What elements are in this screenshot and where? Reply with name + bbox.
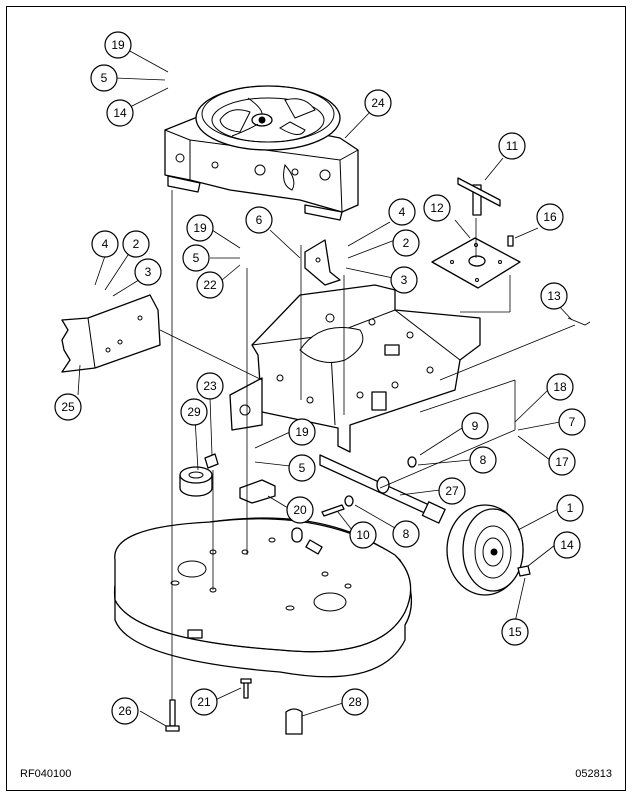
callout-14-top: 14 — [106, 99, 134, 127]
callout-8-lower: 8 — [392, 520, 420, 548]
svg-text:10: 10 — [356, 528, 370, 542]
pulley-housing — [164, 85, 359, 221]
callouts: 19 5 14 24 11 12 16 4 2 3 6 19 5 22 4 2 … — [54, 31, 586, 725]
callout-5-low: 5 — [288, 454, 316, 482]
callout-20: 20 — [286, 496, 314, 524]
svg-text:5: 5 — [193, 251, 200, 265]
plate-and-handle — [431, 177, 521, 289]
svg-text:21: 21 — [197, 695, 211, 709]
callout-19-top: 19 — [104, 31, 132, 59]
svg-text:13: 13 — [547, 289, 561, 303]
svg-text:19: 19 — [193, 221, 207, 235]
svg-text:22: 22 — [203, 278, 217, 292]
svg-text:5: 5 — [299, 461, 306, 475]
callout-2-right: 2 — [392, 229, 420, 257]
callout-3-left: 3 — [134, 258, 162, 286]
callout-4-left: 4 — [91, 230, 119, 258]
callout-12: 12 — [423, 194, 451, 222]
svg-text:20: 20 — [293, 503, 307, 517]
svg-text:8: 8 — [480, 453, 487, 467]
callout-19-low: 19 — [288, 418, 316, 446]
svg-text:12: 12 — [430, 201, 444, 215]
drawing-frame — [6, 6, 626, 791]
svg-text:9: 9 — [472, 419, 479, 433]
svg-text:27: 27 — [445, 484, 459, 498]
axle — [319, 454, 446, 524]
svg-text:17: 17 — [555, 455, 569, 469]
drawing-code-right: 052813 — [575, 768, 612, 780]
callout-2-left: 2 — [122, 230, 150, 258]
callout-26: 26 — [111, 697, 139, 725]
svg-text:23: 23 — [203, 379, 217, 393]
svg-text:19: 19 — [111, 38, 125, 52]
callout-3-right: 3 — [390, 266, 418, 294]
callout-23: 23 — [196, 372, 224, 400]
svg-text:16: 16 — [543, 210, 557, 224]
svg-text:29: 29 — [187, 405, 201, 419]
svg-text:5: 5 — [101, 71, 108, 85]
svg-text:14: 14 — [113, 106, 127, 120]
callout-7: 7 — [558, 408, 586, 436]
callout-1: 1 — [556, 494, 584, 522]
callout-21: 21 — [190, 688, 218, 716]
callout-8-upper: 8 — [469, 446, 497, 474]
main-frame — [229, 284, 481, 453]
svg-text:4: 4 — [399, 205, 406, 219]
svg-text:3: 3 — [145, 265, 152, 279]
svg-text:1: 1 — [567, 501, 574, 515]
callout-28: 28 — [341, 688, 369, 716]
callout-29: 29 — [180, 398, 208, 426]
leader-lines — [77, 49, 573, 727]
callout-16: 16 — [536, 203, 564, 231]
svg-text:3: 3 — [401, 273, 408, 287]
callout-15: 15 — [501, 618, 529, 646]
small-bracket — [304, 239, 341, 286]
callout-22: 22 — [196, 271, 224, 299]
callout-24: 24 — [364, 89, 392, 117]
callout-19-mid: 19 — [186, 214, 214, 242]
callout-18: 18 — [546, 373, 574, 401]
svg-text:7: 7 — [569, 415, 576, 429]
svg-text:14: 14 — [560, 538, 574, 552]
drawing-code-left: RF040100 — [20, 768, 72, 780]
left-bracket — [61, 294, 161, 373]
svg-text:15: 15 — [508, 625, 522, 639]
callout-4-right: 4 — [388, 198, 416, 226]
small-parts — [165, 235, 591, 735]
callout-14-right: 14 — [553, 531, 581, 559]
svg-text:2: 2 — [403, 236, 410, 250]
svg-text:6: 6 — [256, 213, 263, 227]
svg-text:4: 4 — [102, 237, 109, 251]
mower-deck — [113, 517, 413, 678]
callout-25: 25 — [54, 393, 82, 421]
svg-text:24: 24 — [371, 96, 385, 110]
svg-text:8: 8 — [403, 527, 410, 541]
svg-text:28: 28 — [348, 695, 362, 709]
callout-11: 11 — [498, 132, 526, 160]
callout-17: 17 — [548, 448, 576, 476]
callout-5-mid: 5 — [182, 244, 210, 272]
svg-text:2: 2 — [133, 237, 140, 251]
callout-5-top: 5 — [90, 64, 118, 92]
callout-10: 10 — [349, 521, 377, 549]
svg-text:18: 18 — [553, 380, 567, 394]
callout-13: 13 — [540, 282, 568, 310]
svg-text:25: 25 — [61, 400, 75, 414]
assembly-lines — [159, 190, 576, 700]
svg-text:26: 26 — [118, 704, 132, 718]
wheel — [446, 504, 531, 596]
svg-text:11: 11 — [506, 139, 519, 153]
svg-text:19: 19 — [295, 425, 309, 439]
callout-6: 6 — [245, 206, 273, 234]
callout-27: 27 — [438, 477, 466, 505]
callout-9: 9 — [461, 412, 489, 440]
